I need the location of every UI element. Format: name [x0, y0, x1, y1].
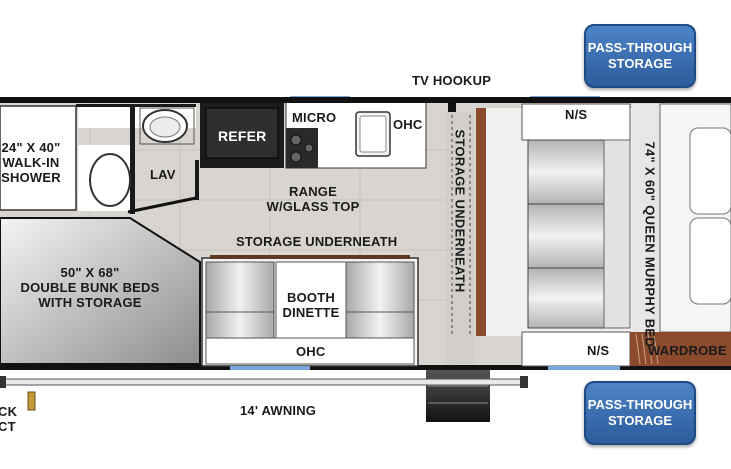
sofa-wood-frame	[476, 108, 486, 336]
pass-through-storage-top: PASS-THROUGH STORAGE	[584, 24, 696, 88]
refer-label: REFER	[218, 128, 267, 144]
sofa-cushion-1	[527, 139, 605, 205]
ohc-kitchen-label: OHC	[393, 117, 423, 132]
ns-bottom-label: N/S	[587, 343, 610, 358]
sofa-cushion-2	[527, 203, 605, 269]
tv-hookup-marker	[448, 102, 456, 112]
dinette-cushion-right	[345, 261, 415, 313]
dinette-label: BOOTH DINETTE	[282, 290, 340, 320]
pass-through-storage-bottom: PASS-THROUGH STORAGE	[584, 381, 696, 445]
ns-top-label: N/S	[565, 107, 588, 122]
sofa-cushion-3	[527, 267, 605, 329]
dinette-ohc	[205, 337, 415, 365]
entry-steps	[426, 370, 490, 422]
bath-door	[127, 196, 197, 214]
awning-label: 14' AWNING	[240, 403, 317, 418]
ohc-dinette-label: OHC	[296, 344, 326, 359]
bunk-label: 50" X 68" DOUBLE BUNK BEDS WITH STORAGE	[20, 265, 160, 310]
lav-label: LAV	[150, 167, 176, 182]
back-connect	[27, 391, 36, 411]
shower-label: 24" X 40" WALK-IN SHOWER	[1, 140, 61, 185]
storage-underneath-vertical-label: STORAGE UNDERNEATH	[452, 129, 468, 293]
micro-label: MICRO	[292, 110, 337, 125]
range-label: RANGE W/GLASS TOP	[266, 184, 360, 214]
bath-sink-base	[139, 107, 195, 145]
tv-hookup-label: TV HOOKUP	[412, 73, 492, 88]
ns-bottom-cabinet	[521, 331, 631, 367]
sofa-arm	[603, 139, 631, 329]
storage-underneath-dinette-label: STORAGE UNDERNEATH	[236, 234, 398, 249]
window-bottom-right	[548, 366, 620, 370]
bath-wall	[130, 104, 135, 214]
shower	[0, 105, 77, 211]
wardrobe-hangers	[635, 333, 659, 365]
back-partial-label: CK CT	[0, 404, 18, 434]
dinette-table	[275, 261, 347, 339]
toilet	[89, 153, 131, 207]
ns-top-cabinet	[521, 103, 631, 141]
wardrobe	[630, 332, 731, 366]
dinette-cushion-left	[205, 261, 275, 313]
outer-wall-bottom	[0, 365, 731, 370]
storage-partition	[446, 112, 474, 364]
awning	[0, 378, 526, 386]
window-bottom-dinette	[230, 366, 310, 370]
outer-wall-top	[0, 97, 731, 103]
murphy-bed-label: 74" X 60" QUEEN MURPHY BED	[642, 141, 658, 348]
bunk-beds	[0, 217, 201, 365]
bath-wall-top	[76, 104, 196, 107]
wardrobe-label: WARDROBE	[648, 343, 727, 358]
